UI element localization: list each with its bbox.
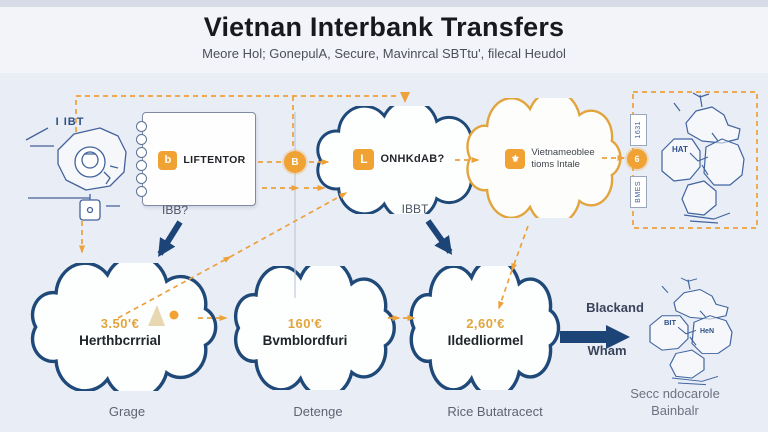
notebook-caption: IBB?	[161, 203, 188, 217]
cloud1-name: Herthbcrrrial	[79, 333, 161, 348]
cloud3-shape	[406, 266, 562, 390]
spiral-ring	[136, 186, 147, 197]
cloud2-content: 160'€ Bvmblordfuri	[230, 316, 380, 348]
cloud2-amount: 160'€	[287, 316, 323, 331]
result-map-label-mid: HeN	[700, 328, 714, 335]
spiral-ring	[136, 147, 147, 158]
cloud3-content: 2,60'€ Ildedliormel	[418, 316, 553, 348]
cloud1-caption: Grage	[108, 404, 146, 419]
navy-arrows	[157, 219, 453, 258]
side-label-top: 1631	[630, 114, 647, 146]
spiral-ring	[136, 173, 147, 184]
cloud3-caption: Rice Butatracect	[447, 404, 543, 419]
side-label-bottom: BMES	[630, 176, 647, 208]
spiral-ring	[136, 121, 147, 132]
notebook-brand: b LIFTENTOR	[152, 149, 252, 171]
page-title: Vietnan Interbank Transfers	[203, 12, 565, 42]
spiral-ring	[136, 160, 147, 171]
region-map-label: HAT	[672, 145, 688, 154]
brand-icon: b	[158, 150, 178, 170]
network-icon: L	[353, 148, 375, 170]
vietnam-icon: ⚜	[505, 149, 526, 169]
cloud1-content: 3.50'€ Herthbcrrrial	[45, 316, 195, 348]
top-strip	[0, 0, 768, 7]
cloud3-amount: 2,60'€	[466, 316, 505, 331]
network-caption: IBBT	[401, 202, 429, 216]
device-label: I IBT	[55, 116, 85, 128]
badge-b: B	[284, 151, 306, 173]
result-map-label-top: BIT	[664, 318, 677, 327]
spiral-ring	[136, 134, 147, 145]
network-cloud-content: L ONHKdAB?	[325, 147, 473, 171]
cloud1-amount: 3.50'€	[100, 316, 140, 331]
orange-cloud-content: ⚜ Vietnameoblee tioms Intale	[496, 143, 604, 175]
flow-label-top: Blackand	[586, 300, 644, 315]
brand-name: LIFTENTOR	[183, 154, 246, 166]
badge-6: 6	[627, 149, 647, 169]
region-dashed-box	[632, 91, 758, 229]
page-subtitle: Meore Hol; GonepulA, Secure, Mavinrcal S…	[202, 46, 566, 61]
device-sketch-icon	[25, 127, 127, 221]
cloud2-name: Bvmblordfuri	[262, 333, 348, 348]
cloud2-shape	[230, 266, 398, 390]
title-band	[0, 7, 768, 73]
cloud3-name: Ildedliormel	[447, 333, 524, 348]
cloud2-caption: Detenge	[293, 404, 343, 419]
network-label: ONHKdAB?	[380, 153, 445, 165]
orange-cloud-label: Vietnameoblee tioms Intale	[531, 147, 595, 170]
drop-arrowhead	[400, 92, 410, 103]
result-map-caption: Secc ndocarole Bainbalr	[630, 386, 720, 418]
flow-label-bottom: Wham	[587, 343, 627, 358]
